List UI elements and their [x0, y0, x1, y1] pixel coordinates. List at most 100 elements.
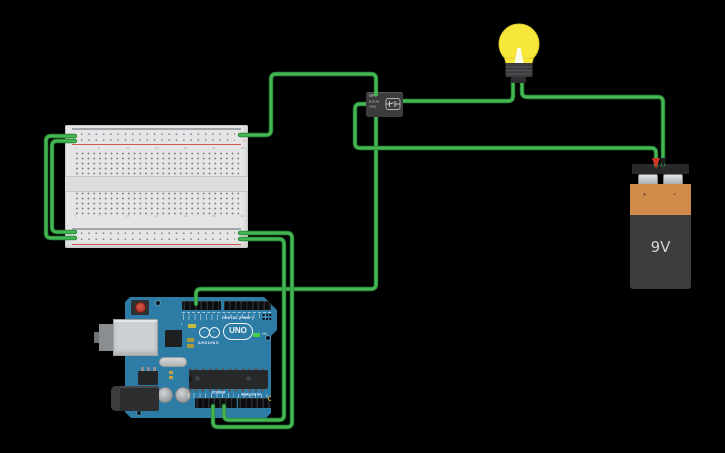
bulb-base-tip	[511, 77, 526, 83]
arduino-uno-board[interactable]: DIGITAL (PWM~) L TX RX − + ARDUINO UNO O…	[125, 297, 277, 418]
uno-model-label: UNO	[229, 326, 247, 335]
breadboard-column-number: 25	[212, 146, 216, 150]
breadboard-column-number: 20	[184, 215, 188, 218]
usb-connector[interactable]	[113, 319, 158, 356]
voltage-regulator	[138, 371, 158, 385]
wire-breadboard-to-arduino-power-outer[interactable]	[210, 230, 295, 430]
tx-led	[187, 337, 194, 342]
power-jack-face	[111, 386, 120, 411]
builtin-led	[188, 323, 196, 328]
atmega-chip[interactable]	[189, 369, 268, 389]
smd-capacitor	[169, 376, 173, 379]
breadboard-column-number: 1	[75, 146, 77, 150]
smd-capacitor	[169, 371, 173, 374]
positive-terminal-tip[interactable]	[652, 158, 660, 169]
analog-header[interactable]	[238, 398, 275, 408]
breadboard-top-rail-row2[interactable]	[78, 138, 235, 142]
breadboard-column-number: 30	[241, 146, 245, 150]
uno-model-badge: UNO	[223, 323, 253, 340]
battery-9v[interactable]: + − 9V	[630, 164, 691, 289]
digital-pin-labels	[225, 313, 270, 318]
reed-switch-symbol-icon	[385, 98, 401, 110]
breadboard-column-number: 20	[184, 146, 188, 150]
icsp-header[interactable]	[262, 313, 272, 321]
digital-header[interactable]	[182, 301, 271, 310]
digital-silkscreen-line	[182, 312, 271, 313]
atmega-chip-dot	[246, 376, 251, 381]
breadboard-bottom-rail-row1[interactable]	[78, 231, 235, 235]
rx-led	[187, 343, 194, 348]
reset-button[interactable]	[135, 302, 146, 313]
atmega-chip-legs	[189, 367, 268, 371]
wire-relay-to-battery-positive[interactable]	[352, 101, 659, 168]
lightbulb[interactable]	[495, 20, 545, 86]
battery-plus-mark: +	[643, 191, 647, 198]
regulator-leg	[147, 367, 150, 372]
battery-band	[630, 184, 691, 215]
breadboard-column-number: 15	[155, 215, 159, 218]
breadboard-column-number: 10	[126, 215, 130, 218]
wire-breadboard-left-rail-jumper-inner[interactable]	[49, 138, 78, 235]
breadboard-top-rail-row1[interactable]	[78, 132, 235, 136]
atmega-chip-legs	[189, 388, 268, 392]
arduino-brand-label: ARDUINO	[198, 340, 220, 345]
breadboard-column-number: 10	[126, 146, 130, 150]
arduino-logo-icon	[209, 327, 220, 338]
power-on-led	[253, 333, 260, 337]
power-header[interactable]	[195, 398, 237, 408]
on-led-label: ON	[262, 332, 267, 336]
breadboard-grid-top[interactable]	[74, 151, 239, 177]
electrolytic-capacitor	[175, 387, 191, 403]
battery-cap	[632, 164, 689, 174]
breadboard-bottom-negative-line	[72, 228, 241, 230]
power-label: POWER	[212, 391, 226, 395]
builtin-led-label: L	[181, 322, 183, 326]
regulator-leg	[141, 367, 144, 372]
breadboard-top-positive-line	[72, 144, 241, 146]
wire-relay-to-bulb[interactable]	[399, 76, 516, 104]
breadboard-center-channel	[65, 176, 248, 192]
rail-minus-mark: −	[243, 124, 245, 128]
breadboard-column-number: 15	[155, 146, 159, 150]
mounting-hole	[155, 299, 161, 306]
breadboard-grid-bottom[interactable]	[74, 191, 239, 217]
bulb-base	[505, 63, 533, 77]
breadboard-top-negative-line	[72, 128, 241, 130]
analog-in-label: ANALOG IN	[241, 392, 261, 397]
wire-breadboard-to-arduino-power-inner[interactable]	[221, 236, 287, 423]
relay-marking-1: COTO	[368, 94, 377, 98]
rail-minus-mark: −	[243, 224, 245, 228]
wire-breadboard-rail-to-relay-to-arduino-digital[interactable]	[193, 71, 379, 307]
battery-minus-mark: −	[673, 191, 677, 198]
breadboard-column-number: 25	[212, 215, 216, 218]
breadboard-column-number: 1	[75, 215, 77, 218]
negative-terminal-tip[interactable]	[659, 158, 667, 168]
rail-minus-mark: −	[67, 224, 69, 228]
breadboard-bottom-rail-row2[interactable]	[78, 237, 235, 241]
analog-pin-labels	[238, 394, 274, 398]
regulator-leg	[153, 367, 156, 372]
battery-voltage-label: 9V	[650, 238, 671, 256]
reed-relay[interactable]: COTO 8L01-05 0-001	[366, 91, 403, 117]
rail-plus-mark: +	[243, 139, 245, 143]
relay-marking-2: 8L01-05	[368, 100, 379, 103]
breadboard-column-number: 5	[98, 146, 100, 150]
breadboard-bottom-positive-line	[72, 243, 241, 245]
atmega-chip-notch	[189, 376, 192, 382]
wire-breadboard-left-rail-jumper-outer[interactable]	[43, 133, 78, 241]
digital-header-gap	[221, 301, 224, 310]
wire-bulb-to-battery-negative[interactable]	[519, 76, 666, 168]
usb-connector-shell	[99, 324, 114, 351]
logo-plus: +	[212, 330, 215, 334]
relay-top-pin-stub	[374, 91, 378, 96]
usb-interface-chip	[165, 330, 182, 347]
battery-body	[630, 215, 691, 289]
breadboard-column-number: 30	[241, 215, 245, 218]
bulb-base-ridges	[506, 66, 532, 75]
logo-minus: −	[202, 330, 205, 334]
mounting-hole	[265, 335, 271, 341]
